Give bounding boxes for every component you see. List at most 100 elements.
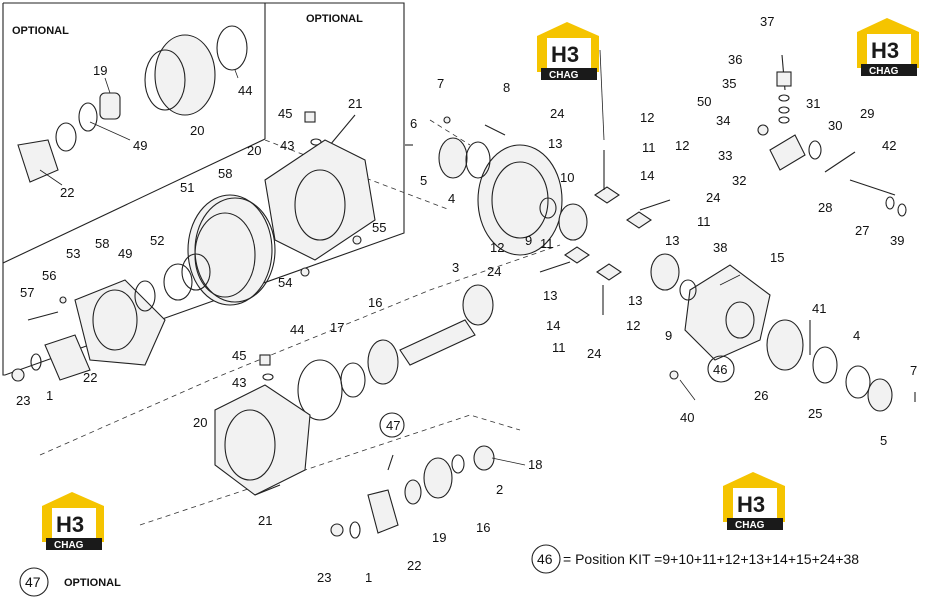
callout-11d: 11 xyxy=(697,214,711,229)
callout-24d: 24 xyxy=(706,190,720,205)
callout-24c: 24 xyxy=(587,346,601,361)
callout-54: 54 xyxy=(278,275,292,290)
callout-18: 18 xyxy=(528,457,542,472)
callout-20: 20 xyxy=(190,123,204,138)
callout-13d: 13 xyxy=(665,233,679,248)
callout-13b: 13 xyxy=(543,288,557,303)
watermark-logo-2: H3 CHAG xyxy=(857,18,919,77)
watermark-logo-3: H3 CHAG xyxy=(42,492,104,551)
callout-6: 6 xyxy=(410,116,417,131)
circled-callouts xyxy=(379,355,735,438)
callout-45: 45 xyxy=(278,106,292,121)
callout-15: 15 xyxy=(770,250,784,265)
callout-12b: 12 xyxy=(490,240,504,255)
callout-20c: 20 xyxy=(193,415,207,430)
callout-36: 36 xyxy=(728,52,742,67)
parts xyxy=(11,25,916,539)
callout-11c: 11 xyxy=(552,340,566,355)
callout-40: 40 xyxy=(680,410,694,425)
callout-58b: 58 xyxy=(95,236,109,251)
callout-42: 42 xyxy=(882,138,896,153)
svg-text:CHAG: CHAG xyxy=(735,520,765,531)
leader-lines xyxy=(39,49,741,466)
callout-9: 9 xyxy=(525,233,532,248)
callout-43: 43 xyxy=(280,138,294,153)
callout-31: 31 xyxy=(806,96,820,111)
callout-11: 11 xyxy=(642,140,656,155)
svg-text:H3: H3 xyxy=(56,512,84,537)
callout-29: 29 xyxy=(860,106,874,121)
callout-37: 37 xyxy=(760,14,774,29)
optional-note: 47 OPTIONAL xyxy=(19,567,121,597)
callout-23: 23 xyxy=(16,393,30,408)
callout-44: 44 xyxy=(238,83,252,98)
callout-30: 30 xyxy=(828,118,842,133)
callout-17: 17 xyxy=(330,320,344,335)
callout-13: 13 xyxy=(548,136,562,151)
callout-19: 19 xyxy=(93,63,107,78)
callout-5b: 5 xyxy=(880,433,887,448)
callout-24: 24 xyxy=(550,106,564,121)
svg-text:CHAG: CHAG xyxy=(869,66,899,77)
optional-label-right: OPTIONAL xyxy=(306,13,363,25)
callout-10: 10 xyxy=(560,170,574,185)
callout-41: 41 xyxy=(812,301,826,316)
callout-46: 46 xyxy=(713,362,727,377)
callout-13c: 13 xyxy=(628,293,642,308)
callout-33: 33 xyxy=(718,148,732,163)
callout-27: 27 xyxy=(855,223,869,238)
callout-49: 49 xyxy=(133,138,147,153)
callout-57: 57 xyxy=(20,285,34,300)
callout-21: 21 xyxy=(348,96,362,111)
callout-34: 34 xyxy=(716,113,730,128)
callout-50: 50 xyxy=(697,94,711,109)
callout-21b: 21 xyxy=(258,513,272,528)
callout-5: 5 xyxy=(420,173,427,188)
callout-7: 7 xyxy=(437,76,444,91)
svg-text:H3: H3 xyxy=(737,492,765,517)
callout-47: 47 xyxy=(386,418,400,433)
callout-12c: 12 xyxy=(626,318,640,333)
callout-44b: 44 xyxy=(290,322,304,337)
assembly-dashed-lines xyxy=(39,119,561,526)
callout-45b: 45 xyxy=(232,348,246,363)
callout-12: 12 xyxy=(640,110,654,125)
callout-8: 8 xyxy=(503,80,510,95)
kit-symbol: 46 xyxy=(537,551,553,567)
callout-labels: 19 44 20 22 49 21 45 43 20 51 58 55 54 5… xyxy=(16,14,917,585)
callout-22b: 22 xyxy=(83,370,97,385)
callout-39: 39 xyxy=(890,233,904,248)
callout-53: 53 xyxy=(66,246,80,261)
callout-22: 22 xyxy=(60,185,74,200)
callout-20b: 20 xyxy=(247,143,261,158)
callout-58: 58 xyxy=(218,166,232,181)
callout-1: 1 xyxy=(46,388,53,403)
callout-11b: 11 xyxy=(540,236,554,251)
callout-49b: 49 xyxy=(118,246,132,261)
callout-52: 52 xyxy=(150,233,164,248)
callout-38: 38 xyxy=(713,240,727,255)
watermark-logo-1: H3 CHAG xyxy=(537,22,599,81)
callout-26: 26 xyxy=(754,388,768,403)
callout-16: 16 xyxy=(368,295,382,310)
watermark-logo-4: H3 CHAG xyxy=(723,472,785,531)
callout-19b: 19 xyxy=(432,530,446,545)
kit-text: = Position KIT =9+10+11+12+13+14+15+24+3… xyxy=(563,551,859,567)
callout-14: 14 xyxy=(640,168,654,183)
optional-label-left: OPTIONAL xyxy=(12,25,69,37)
callout-51: 51 xyxy=(180,180,194,195)
svg-text:H3: H3 xyxy=(551,42,579,67)
callout-14b: 14 xyxy=(546,318,560,333)
callout-16b: 16 xyxy=(476,520,490,535)
callout-4: 4 xyxy=(448,191,455,206)
callout-28: 28 xyxy=(818,200,832,215)
callout-12d: 12 xyxy=(675,138,689,153)
optional-frame xyxy=(2,2,405,376)
callout-55: 55 xyxy=(372,220,386,235)
svg-text:CHAG: CHAG xyxy=(549,70,579,81)
svg-text:CHAG: CHAG xyxy=(54,540,84,551)
callout-3: 3 xyxy=(452,260,459,275)
callout-9b: 9 xyxy=(665,328,672,343)
